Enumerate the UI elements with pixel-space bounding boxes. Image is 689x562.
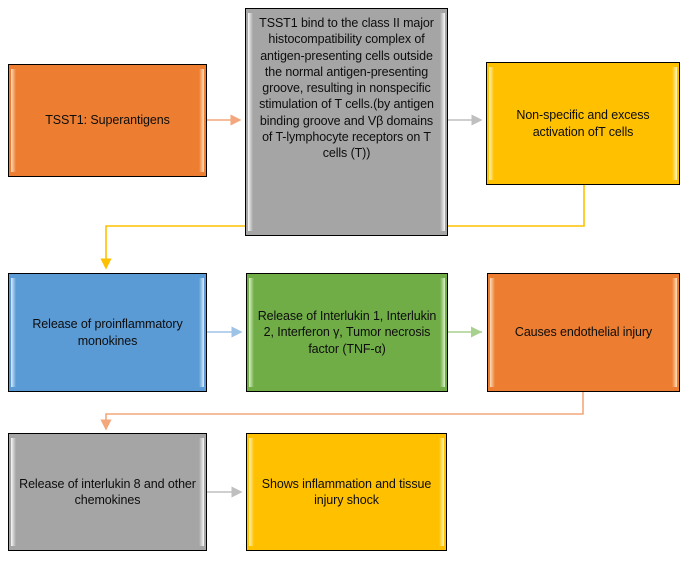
node-release-monokines[interactable]: Release of proinflammatory monokines [8,273,207,392]
node-label: Release of proinflammatory monokines [32,317,183,348]
node-label: TSST1: Superantigens [45,113,170,128]
node-label: Shows inflammation and tissue injury sho… [261,476,432,508]
node-label: Release of Interlukin 1, Interlukin 2, I… [257,308,437,356]
node-label: Causes endothelial injury [514,325,653,340]
node-label: TSST1 bind to the class II major histoco… [259,16,434,160]
arrow-injury-to-il8 [100,392,584,431]
node-release-cytokines[interactable]: Release of Interlukin 1, Interlukin 2, I… [246,273,448,392]
node-tsst1-superantigens[interactable]: TSST1: Superantigens [8,64,207,177]
node-endothelial-injury[interactable]: Causes endothelial injury [487,273,680,392]
node-nonspecific-activation[interactable]: Non-specific and excess activation ofT c… [486,62,680,185]
node-mhc-binding[interactable]: TSST1 bind to the class II major histoco… [245,8,448,236]
node-release-il8[interactable]: Release of interlukin 8 and other chemok… [8,433,207,551]
node-label: Release of interlukin 8 and other chemok… [19,476,196,508]
node-label: Non-specific and excess activation ofT c… [516,108,650,139]
node-inflammation-shock[interactable]: Shows inflammation and tissue injury sho… [246,433,447,551]
